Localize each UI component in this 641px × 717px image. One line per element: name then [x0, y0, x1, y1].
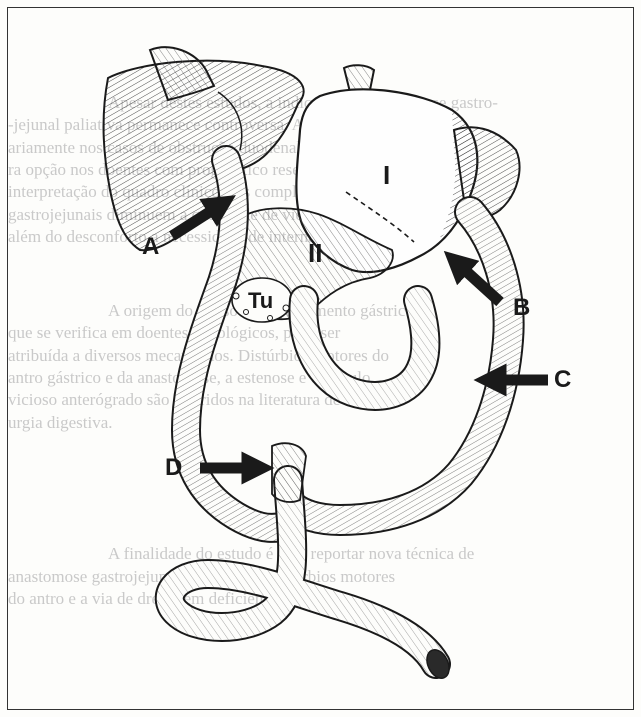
figure-frame: [7, 7, 634, 710]
